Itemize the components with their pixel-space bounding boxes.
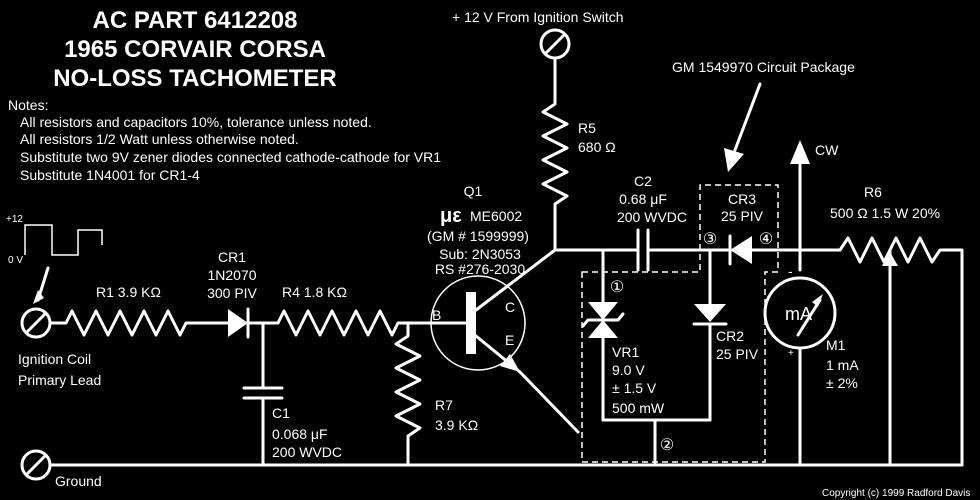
q1-gm-number: (GM # 1599999) bbox=[427, 228, 529, 244]
supply-label: + 12 V From Ignition Switch bbox=[452, 9, 624, 25]
vr1-name: VR1 bbox=[612, 344, 639, 360]
cw-label: CW bbox=[815, 142, 839, 158]
supply-terminal bbox=[539, 28, 571, 60]
c2-name: C2 bbox=[634, 173, 652, 189]
node-2-label: ② bbox=[660, 437, 674, 454]
m1-tolerance: ± 2% bbox=[826, 375, 858, 391]
c2-value: 0.68 μF bbox=[619, 191, 667, 207]
cr1-part: 1N2070 bbox=[207, 267, 256, 283]
capacitor-c2 bbox=[636, 228, 727, 272]
notes-heading: Notes: bbox=[8, 97, 48, 113]
cr1-rating: 300 PIV bbox=[207, 285, 257, 301]
copyright: Copyright (c) 1999 Radford Davis bbox=[822, 488, 970, 499]
r5-name: R5 bbox=[578, 120, 596, 136]
q1-radioshack: RS #276-2030 bbox=[435, 261, 526, 277]
note-item-3: Substitute two 9V zener diodes connected… bbox=[20, 149, 441, 165]
resistor-r6 bbox=[838, 236, 964, 467]
input-terminal bbox=[20, 307, 52, 339]
note-item-2: All resistors 1/2 Watt unless otherwise … bbox=[20, 131, 299, 147]
zener-vr1 bbox=[581, 298, 657, 422]
transistor-q1 bbox=[408, 248, 580, 434]
c1-rating: 200 WVDC bbox=[272, 444, 342, 460]
resistor-r7 bbox=[394, 321, 422, 467]
package-outline bbox=[581, 184, 779, 463]
resistor-r4 bbox=[276, 309, 412, 337]
vr1-voltage: 9.0 V bbox=[612, 362, 645, 378]
r4-label: R4 1.8 KΩ bbox=[282, 284, 347, 300]
m1-symbol: mA bbox=[785, 304, 812, 324]
waveform-symbol: +12 0 V bbox=[6, 214, 103, 304]
vr1-tolerance: ± 1.5 V bbox=[612, 380, 657, 396]
node-3-label: ③ bbox=[703, 231, 717, 248]
r1-label: R1 3.9 KΩ bbox=[96, 284, 161, 300]
r6-value: 500 Ω 1.5 W 20% bbox=[830, 205, 940, 221]
resistor-r1 bbox=[48, 309, 207, 337]
c1-name: C1 bbox=[272, 405, 290, 421]
r5-value: 680 Ω bbox=[578, 139, 616, 155]
input-label-line1: Ignition Coil bbox=[18, 351, 91, 367]
title-part-number: AC PART 6412208 bbox=[93, 7, 298, 34]
node-1-label: ① bbox=[610, 279, 624, 296]
m1-plus: + bbox=[788, 348, 794, 359]
waveform-high-label: +12 bbox=[6, 214, 23, 225]
cr1-name: CR1 bbox=[218, 249, 246, 265]
q1-substitute: Sub: 2N3053 bbox=[439, 246, 521, 262]
q1-logo: με bbox=[440, 205, 462, 227]
r7-value: 3.9 KΩ bbox=[435, 417, 478, 433]
diode-cr1 bbox=[203, 307, 280, 339]
ground-label: Ground bbox=[55, 473, 102, 489]
q1-collector-label: C bbox=[505, 299, 515, 315]
q1-name: Q1 bbox=[464, 183, 483, 199]
q1-part: ME6002 bbox=[470, 208, 522, 224]
title-device: NO-LOSS TACHOMETER bbox=[53, 65, 337, 92]
note-item-1: All resistors and capacitors 10%, tolera… bbox=[20, 114, 372, 130]
m1-value: 1 mA bbox=[826, 357, 859, 373]
package-label: GM 1549970 Circuit Package bbox=[672, 59, 855, 75]
meter-m1: mA - + bbox=[763, 263, 837, 467]
r7-name: R7 bbox=[435, 397, 453, 413]
cr3-name: CR3 bbox=[728, 191, 756, 207]
cr3-rating: 25 PIV bbox=[721, 208, 764, 224]
capacitor-c1 bbox=[242, 321, 284, 467]
r6-name: R6 bbox=[864, 184, 882, 200]
waveform-low-label: 0 V bbox=[8, 255, 23, 266]
resistor-r5 bbox=[541, 56, 569, 252]
ground-terminal bbox=[20, 449, 52, 481]
q1-emitter-label: E bbox=[505, 332, 514, 348]
c1-value: 0.068 μF bbox=[272, 426, 328, 442]
m1-name: M1 bbox=[826, 337, 846, 353]
title-vehicle: 1965 CORVAIR CORSA bbox=[64, 36, 326, 63]
input-label-line2: Primary Lead bbox=[18, 372, 101, 388]
q1-base-label: B bbox=[432, 307, 441, 323]
m1-minus: - bbox=[788, 263, 793, 279]
vr1-power: 500 mW bbox=[612, 400, 665, 416]
diode-cr3 bbox=[723, 234, 842, 266]
note-item-4: Substitute 1N4001 for CR1-4 bbox=[20, 167, 200, 183]
diode-cr2 bbox=[692, 248, 728, 422]
c2-rating: 200 WVDC bbox=[617, 209, 687, 225]
node-4-label: ④ bbox=[759, 231, 773, 248]
cr2-rating: 25 PIV bbox=[716, 346, 759, 362]
cr2-name: CR2 bbox=[716, 328, 744, 344]
